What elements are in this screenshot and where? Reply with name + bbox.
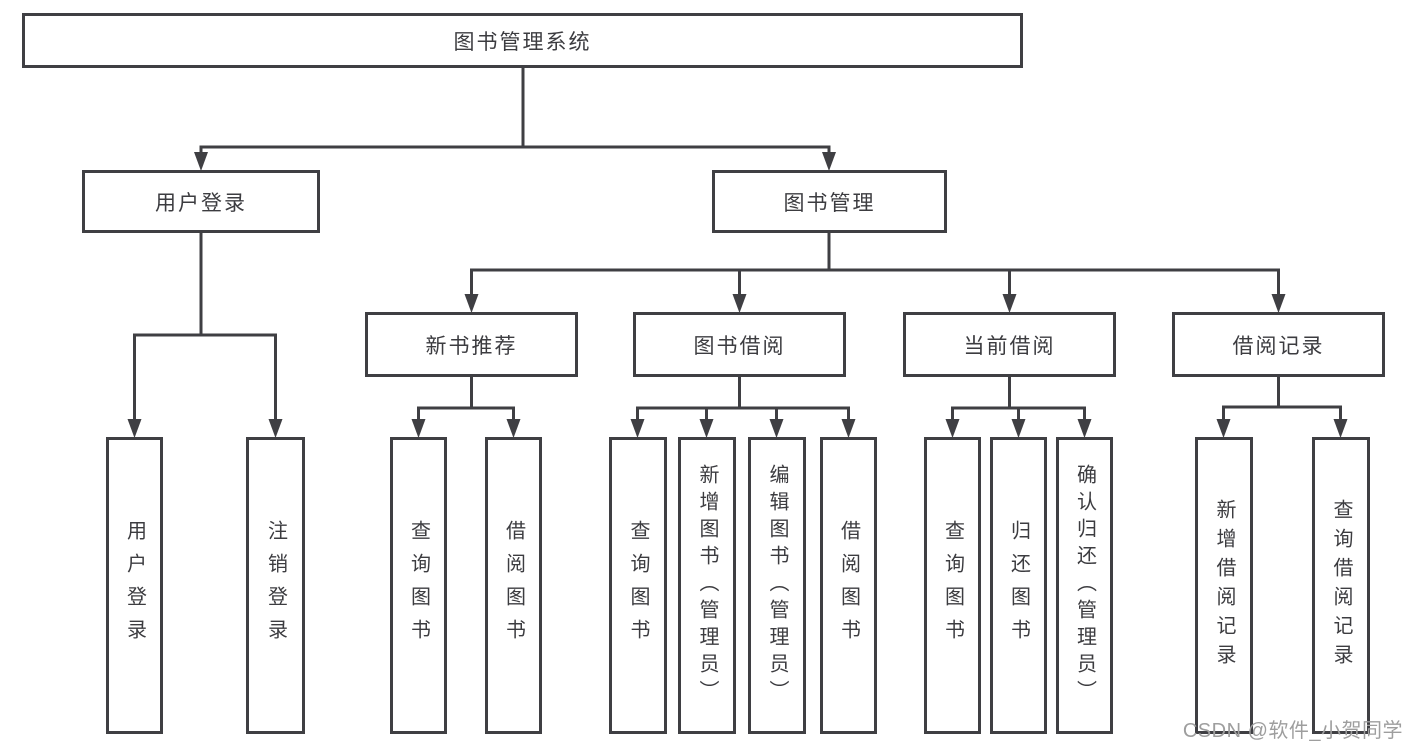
connector-new-book-to-leaves [411,377,521,438]
leaf-add-borrow-record-label: 新增借阅记录 [1213,498,1235,673]
node-current-borrow-label: 当前借阅 [963,334,1056,358]
leaf-query-borrow-record: 查询借阅记录 [1312,437,1370,734]
node-book-management: 图书管理 [712,170,947,233]
csdn-watermark: CSDN @软件_小贺同学 [1182,720,1403,742]
leaf-query-books-1-label: 查询图书 [407,519,430,652]
leaf-query-books-2-label: 查询图书 [627,519,649,652]
node-new-book-recommend: 新书推荐 [365,312,578,377]
leaf-logout-label: 注销登录 [264,519,287,652]
leaf-query-borrow-record-label: 查询借阅记录 [1330,498,1352,673]
node-root-label: 图书管理系统 [453,30,592,54]
leaf-add-books-admin-label: 新增图书（管理员） [696,464,718,707]
node-borrow-records-label: 借阅记录 [1232,334,1325,358]
leaf-user-login: 用户登录 [106,437,163,734]
connector-book-borrow-to-leaves [630,377,856,438]
node-book-management-label: 图书管理 [783,191,876,215]
node-user-login-branch-label: 用户登录 [155,191,247,215]
node-borrow-records: 借阅记录 [1172,312,1385,377]
leaf-confirm-return-admin-label: 确认归还（管理员） [1073,464,1096,707]
node-book-borrow: 图书借阅 [633,312,846,377]
leaf-query-books-2: 查询图书 [609,437,667,734]
leaf-query-books-3: 查询图书 [924,437,981,734]
node-new-book-recommend-label: 新书推荐 [425,334,518,358]
leaf-return-books-label: 归还图书 [1007,519,1030,652]
connector-root-to-level2 [194,68,836,171]
leaf-query-books-3-label: 查询图书 [941,519,964,652]
leaf-borrow-books-1-label: 借阅图书 [502,519,525,652]
leaf-return-books: 归还图书 [990,437,1047,734]
leaf-borrow-books-2: 借阅图书 [820,437,877,734]
leaf-confirm-return-admin: 确认归还（管理员） [1056,437,1113,734]
leaf-add-borrow-record: 新增借阅记录 [1195,437,1253,734]
node-user-login-branch: 用户登录 [82,170,320,233]
leaf-borrow-books-1: 借阅图书 [485,437,542,734]
leaf-borrow-books-2-label: 借阅图书 [837,519,860,652]
leaf-logout: 注销登录 [246,437,305,734]
leaf-user-login-label: 用户登录 [123,519,146,652]
node-book-borrow-label: 图书借阅 [693,334,786,358]
connector-user-login-to-leaves [127,233,283,438]
leaf-edit-books-admin-label: 编辑图书（管理员） [766,464,788,707]
connector-borrow-records-to-leaves [1216,377,1348,438]
connector-book-mgmt-to-level3 [464,233,1286,313]
leaf-add-books-admin: 新增图书（管理员） [678,437,736,734]
node-current-borrow: 当前借阅 [903,312,1116,377]
leaf-query-books-1: 查询图书 [390,437,447,734]
connector-current-borrow-to-leaves [945,377,1092,438]
leaf-edit-books-admin: 编辑图书（管理员） [748,437,806,734]
node-root-library-system: 图书管理系统 [22,13,1023,68]
